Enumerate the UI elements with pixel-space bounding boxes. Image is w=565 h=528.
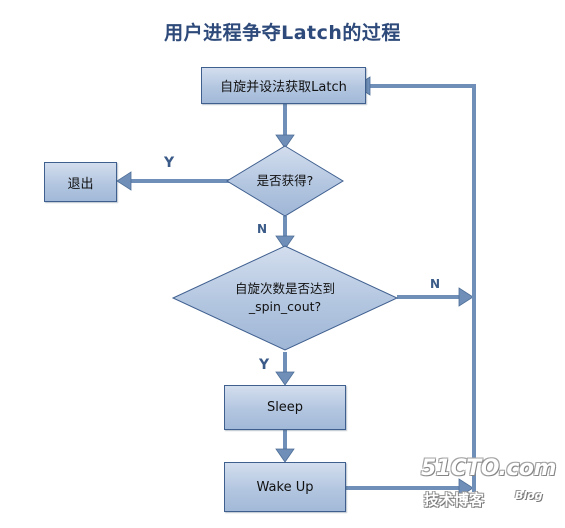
connector-acquired-to-count [275,216,295,250]
decision-spin-count-shape [171,245,399,351]
diagram-title: 用户进程争夺Latch的过程 [164,22,401,44]
connector-spin-to-acquired [275,103,295,149]
watermark-site: 51CTO.com [421,456,556,481]
watermark-tagline: 技术博客 [424,491,485,509]
decision-acquired-label: 是否获得? [256,173,314,188]
edge-label-count-yes: Y [259,357,270,373]
connector-count-to-sleep [275,352,295,386]
node-spin-get-latch: 自旋并设法获取Latch [201,67,366,104]
connector-acquired-to-exit [116,171,230,191]
edge-label-acquired-no: N [257,222,268,236]
node-exit: 退出 [44,162,117,202]
connector-count-to-rail [397,287,474,307]
decision-spin-count-line2: _spin_cout? [248,299,322,314]
connector-sleep-to-wakeup [275,429,295,463]
decision-acquired-shape [226,145,344,217]
edge-label-count-no: N [430,277,441,291]
decision-spin-count-label: 自旋次数是否达到 _spin_cout? [190,280,380,316]
decision-spin-count-line1: 自旋次数是否达到 [234,281,335,296]
connector-wakeup-to-rail [345,478,474,498]
edge-label-acquired-yes: Y [164,155,175,171]
watermark-blog: Blog [515,489,543,502]
node-wake-up: Wake Up [224,462,346,512]
node-sleep: Sleep [224,385,346,430]
